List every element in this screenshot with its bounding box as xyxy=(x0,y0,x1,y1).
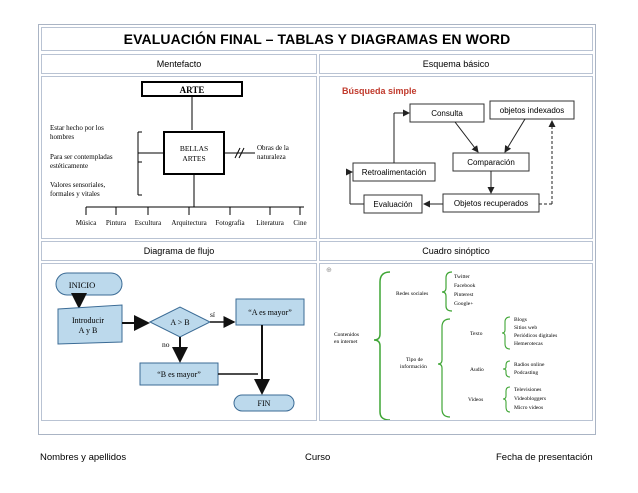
flow-no: no xyxy=(162,340,170,349)
flow-input xyxy=(57,304,123,345)
sin-texto-0: Blogs xyxy=(514,317,527,323)
sin-texto-1: Sitios web xyxy=(514,325,537,331)
page-title: EVALUACIÓN FINAL – TABLAS Y DIAGRAMAS EN… xyxy=(41,27,593,51)
mentefacto-center-2: ARTES xyxy=(182,154,205,163)
node-evaluacion-label: Evaluación xyxy=(373,200,412,209)
node-comparacion-label: Comparación xyxy=(467,158,515,167)
mentefacto-bottom-label: Fotografía xyxy=(215,219,245,227)
flow-si: sí xyxy=(210,310,215,319)
header-flujo: Diagrama de flujo xyxy=(41,241,317,261)
mentefacto-bottom-label: Literatura xyxy=(256,219,284,227)
flow-b-mayor-label: “B es mayor” xyxy=(157,370,201,379)
sin-redes-2: Pinterest xyxy=(454,292,474,298)
mentefacto-left-3a: Valores sensoriales, xyxy=(50,181,105,189)
sin-redes-3: Google+ xyxy=(454,301,473,307)
flow-inicio-label: INICIO xyxy=(69,280,95,290)
mentefacto-diagram: ARTE BELLAS ARTES Estar hecho por los ho… xyxy=(50,81,307,227)
mentefacto-bottom-label: Pintura xyxy=(106,219,127,227)
sin-redes-1: Facebook xyxy=(454,283,476,289)
node-consulta xyxy=(409,103,485,123)
flow-fin-label: FIN xyxy=(258,399,271,408)
svg-text:⊕: ⊕ xyxy=(326,266,332,274)
flujo-cell: INICIO Introducir A y B A > B sí “A es m… xyxy=(41,263,317,421)
sin-redes-0: Twitter xyxy=(454,274,470,280)
flow-fin xyxy=(233,394,295,412)
mentefacto-top: ARTE xyxy=(180,85,205,95)
sinoptico-diagram: ⊕ Contenidos en internet Redes sociales … xyxy=(326,266,557,420)
esquema-title: Búsqueda simple xyxy=(342,86,417,96)
worksheet-frame xyxy=(38,24,596,435)
footer-curso: Curso xyxy=(305,452,331,463)
sin-videos-2: Micro videos xyxy=(514,405,543,411)
mentefacto-bottom-label: Cine xyxy=(293,219,306,227)
sin-tipo-2: información xyxy=(400,363,427,370)
sin-videos-1: Videobloggers xyxy=(514,396,546,402)
flow-input-2: A y B xyxy=(79,326,98,335)
header-sinoptico: Cuadro sinóptico xyxy=(319,241,593,261)
node-retro-label: Retroalimentación xyxy=(362,168,426,177)
esquema-cell: Búsqueda simple Consulta objetos indexad… xyxy=(319,76,593,239)
sin-main-brace xyxy=(373,271,391,420)
sin-audio-label: Audio xyxy=(470,367,484,373)
sin-root-1: Contenidos xyxy=(334,332,359,338)
flow-a-mayor xyxy=(235,298,305,326)
esquema-diagram: Búsqueda simple Consulta objetos indexad… xyxy=(342,86,575,214)
sin-texto-label: Texto xyxy=(470,331,483,337)
footer-nombres: Nombres y apellidos xyxy=(40,452,127,463)
mentefacto-center-box xyxy=(163,131,225,175)
mentefacto-left-1a: Estar hecho por los xyxy=(50,124,104,132)
sin-videos-0: Televisiones xyxy=(514,387,541,393)
mentefacto-left-2a: Para ser contempladas xyxy=(50,153,113,161)
footer-fecha: Fecha de presentación xyxy=(496,452,593,463)
mentefacto-bottom-label: Música xyxy=(76,219,98,227)
flujo-diagram: INICIO Introducir A y B A > B sí “A es m… xyxy=(55,272,305,412)
node-recuperados-label: Objetos recuperados xyxy=(454,199,528,208)
flow-decision-label: A > B xyxy=(170,318,189,327)
header-mentefacto: Mentefacto xyxy=(41,54,317,74)
sin-texto-3: Hemerotecas xyxy=(514,341,543,347)
mentefacto-cell: ARTE BELLAS ARTES Estar hecho por los ho… xyxy=(41,76,317,239)
node-consulta-label: Consulta xyxy=(431,109,463,118)
mentefacto-left-1b: hombres xyxy=(50,133,74,141)
node-recuperados xyxy=(442,193,540,213)
sin-tipo-brace xyxy=(437,318,451,418)
mentefacto-right-1: Obras de la xyxy=(257,144,290,152)
mentefacto-right-2: naturaleza xyxy=(257,153,287,161)
header-esquema: Esquema básico xyxy=(319,54,593,74)
sin-audio-1: Podcasting xyxy=(514,370,538,376)
node-indexados xyxy=(489,100,575,120)
flow-a-mayor-label: “A es mayor” xyxy=(248,308,292,317)
sinoptico-cell: ⊕ Contenidos en internet Redes sociales … xyxy=(319,263,593,421)
sin-videos-label: Videos xyxy=(468,397,483,403)
sin-redes-brace xyxy=(441,271,453,312)
sin-tipo-1: Tipo de xyxy=(406,357,423,363)
node-indexados-label: objetos indexados xyxy=(500,106,565,115)
mentefacto-bottom-label: Escultura xyxy=(135,219,162,227)
mentefacto-bottom-label: Arquitectura xyxy=(171,219,207,227)
flow-input-1: Introducir xyxy=(72,316,104,325)
mentefacto-left-3b: formales y vitales xyxy=(50,190,100,198)
mentefacto-center-1: BELLAS xyxy=(180,144,208,153)
sin-root-2: en internet xyxy=(334,339,358,345)
sin-texto-2: Periódicos digitales xyxy=(514,333,557,339)
sin-audio-0: Radios online xyxy=(514,362,545,368)
sin-redes-label: Redes sociales xyxy=(396,291,428,297)
mentefacto-left-2b: estéticamente xyxy=(50,162,88,170)
flow-inicio xyxy=(55,272,123,296)
